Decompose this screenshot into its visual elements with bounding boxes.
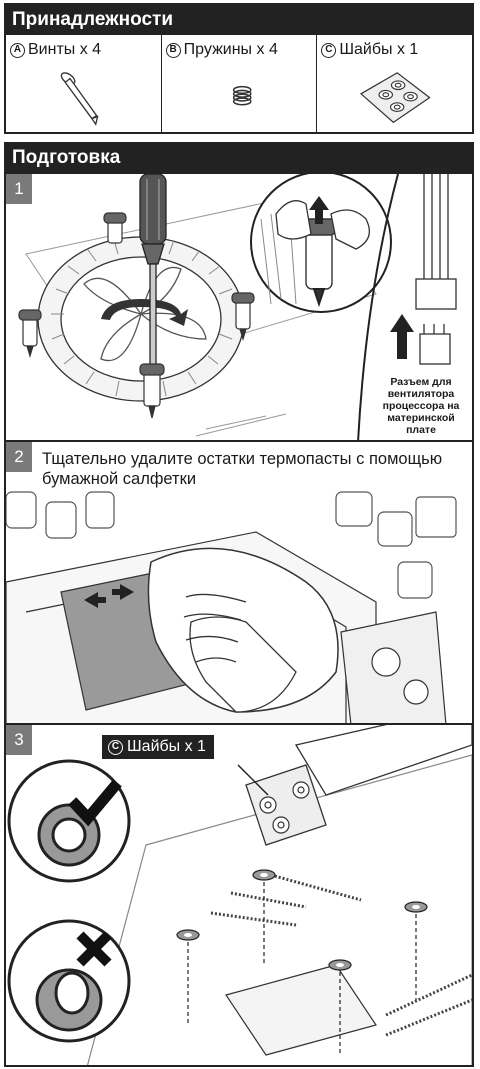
accessory-name: Пружины x 4	[183, 41, 278, 58]
accessory-name: Шайбы x 1	[339, 41, 419, 58]
step-number: 2	[6, 442, 32, 472]
accessories-title: Принадлежности	[6, 5, 472, 35]
spring-icon	[162, 69, 317, 130]
zoom-detail	[250, 174, 392, 313]
check-icon	[68, 779, 122, 827]
washers-callout: C Шайбы x 1	[102, 735, 214, 759]
accessory-label: A Винты x 4	[10, 41, 159, 59]
letter-badge: B	[165, 42, 181, 58]
letter-badge: C	[321, 42, 337, 58]
incorrect-example	[7, 919, 131, 1043]
rotate-arrow-icon	[101, 299, 188, 326]
heatsink	[37, 236, 245, 402]
step-number: 3	[6, 725, 32, 755]
accessory-item-washers: C Шайбы x 1	[317, 35, 472, 132]
cross-icon	[76, 931, 112, 967]
double-arrow-icon	[84, 584, 134, 608]
accessories-section: Принадлежности A Винты x 4 B Пружины	[4, 3, 474, 134]
letter-badge: A	[10, 42, 25, 58]
letter-badge: C	[108, 739, 123, 755]
screwdriver-icon	[139, 174, 167, 375]
callout-label: Шайбы x 1	[127, 738, 206, 755]
washer-placement-illustration	[7, 725, 472, 1065]
fan-connector-caption: Разъем для вентилятора процессора на мат…	[382, 376, 460, 436]
fan-connector	[415, 174, 457, 365]
correct-example	[7, 759, 131, 883]
hand-icon	[183, 593, 297, 713]
accessory-name: Винты x 4	[28, 41, 102, 58]
step-number: 1	[6, 174, 32, 204]
accessory-item-springs: B Пружины x 4	[162, 35, 318, 132]
step-instruction: Тщательно удалите остатки термопасты с п…	[42, 449, 462, 489]
preparation-section: Подготовка 1	[4, 142, 474, 1067]
up-arrow-icon	[309, 196, 329, 224]
up-arrow-icon	[390, 314, 414, 359]
step-1-panel: 1	[6, 172, 472, 442]
washer-sheet-icon	[317, 69, 472, 130]
cooler-illustration	[18, 174, 457, 442]
socket-cleaning-illustration	[6, 491, 457, 725]
step-3-panel: 3 C Шайбы x 1	[6, 723, 472, 1065]
accessory-item-screws: A Винты x 4	[6, 35, 162, 132]
accessory-label: B Пружины x 4	[165, 41, 315, 59]
accessory-label: C Шайбы x 1	[321, 41, 470, 59]
preparation-title: Подготовка	[6, 144, 472, 172]
screw-icon	[6, 69, 161, 130]
hand-icon	[275, 200, 370, 250]
accessories-row: A Винты x 4 B Пружины x 4	[6, 35, 472, 132]
step-2-panel: 2 Тщательно удалите остатки термопасты с…	[6, 440, 472, 725]
